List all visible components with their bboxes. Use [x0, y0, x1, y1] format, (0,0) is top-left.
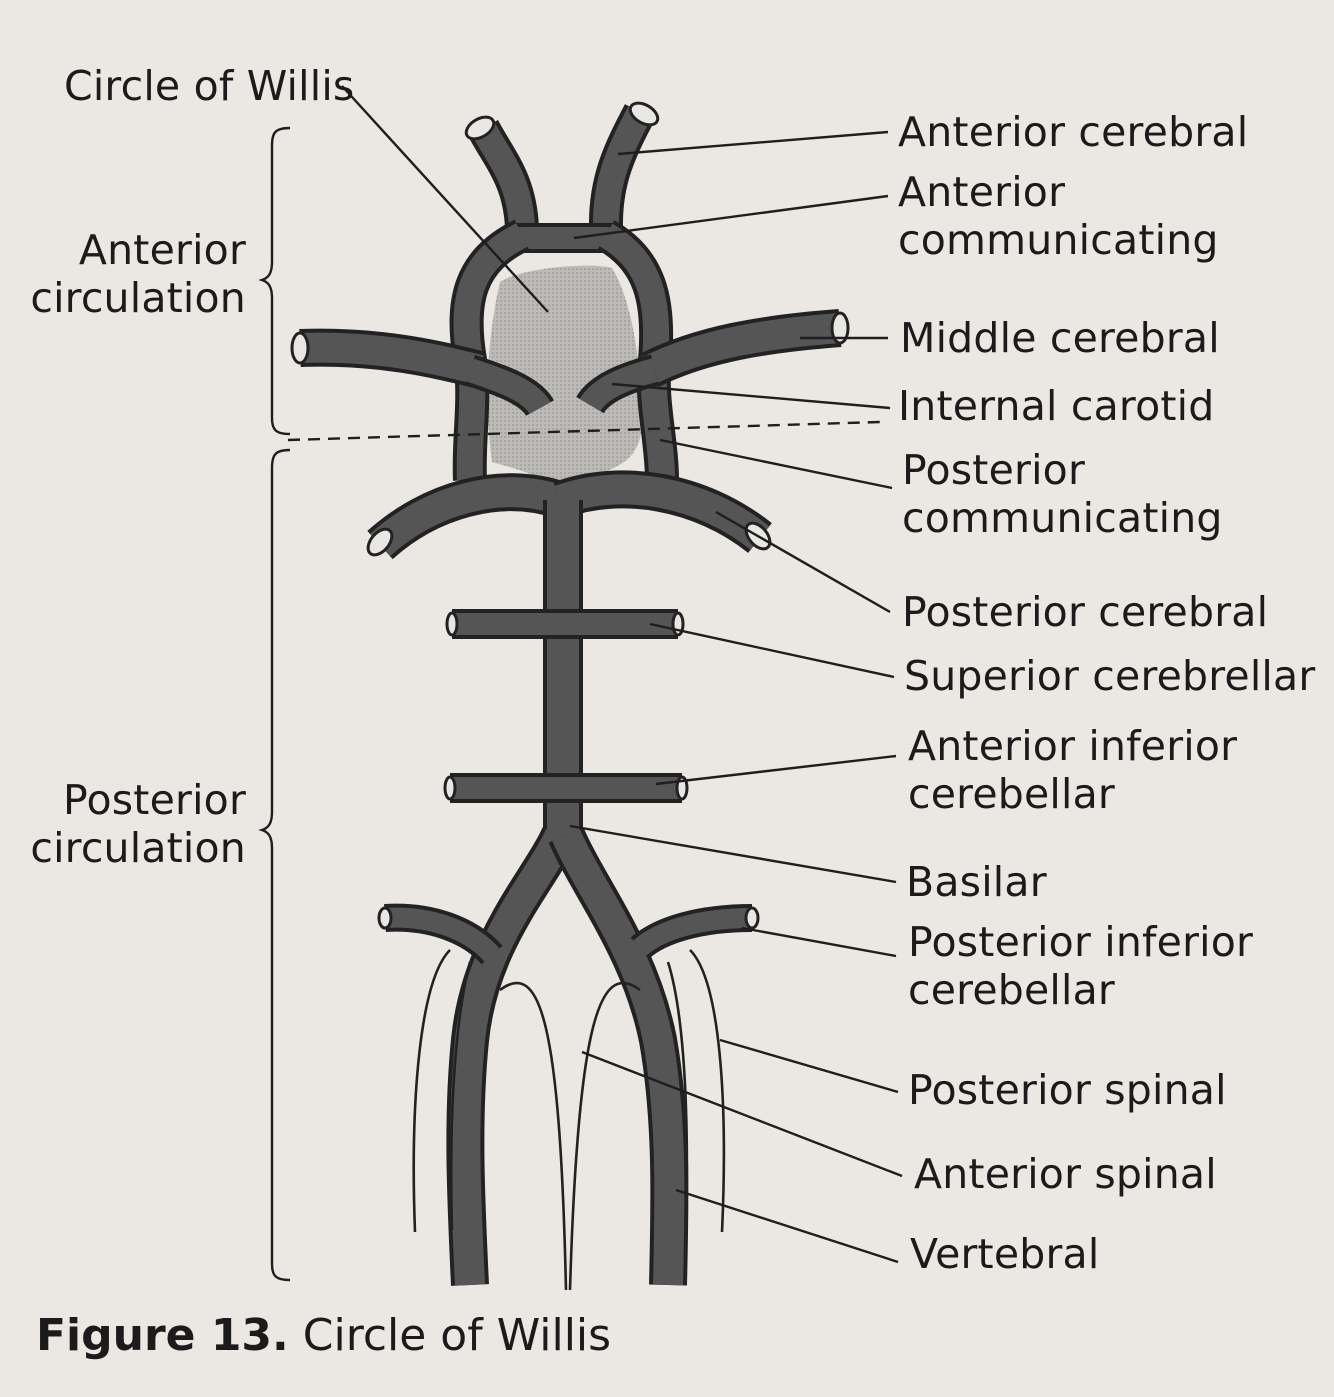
label-basilar: Basilar [906, 858, 1047, 906]
label-internal-carotid: Internal carotid [898, 382, 1215, 430]
label-anterior-cerebral: Anterior cerebral [898, 108, 1249, 156]
posterior-inferior-cerebellar-vessel [384, 903, 753, 965]
leader-lines [341, 85, 903, 1264]
circle-of-willis-title: Circle of Willis [64, 62, 355, 110]
label-anterior-spinal: Anterior spinal [914, 1150, 1217, 1198]
anterior-circulation-brace [258, 126, 291, 436]
label-posterior-cerebral: Posterior cerebral [902, 588, 1269, 636]
label-superior-cerebrellar: Superior cerebrellar [904, 652, 1316, 700]
vessel-network [290, 101, 850, 1286]
figure-number: Figure 13. [36, 1310, 289, 1361]
label-vertebral: Vertebral [910, 1230, 1100, 1278]
vertebral-vessel [446, 826, 689, 1286]
label-middle-cerebral: Middle cerebral [900, 314, 1220, 362]
posterior-circulation-brace [258, 448, 291, 1282]
posterior-cerebral-vessel [367, 470, 772, 560]
circle-region [487, 265, 643, 490]
figure-caption: Figure 13. Circle of Willis [36, 1308, 611, 1364]
label-posterior-spinal: Posterior spinal [908, 1066, 1227, 1114]
posterior-spinal-arteries [412, 949, 726, 1233]
figure-caption-text: Circle of Willis [302, 1310, 612, 1361]
anterior-spinal-arteries [499, 981, 641, 1291]
middle-cerebral-vessel [299, 309, 842, 389]
anterior-cerebral-vessel [467, 104, 656, 230]
